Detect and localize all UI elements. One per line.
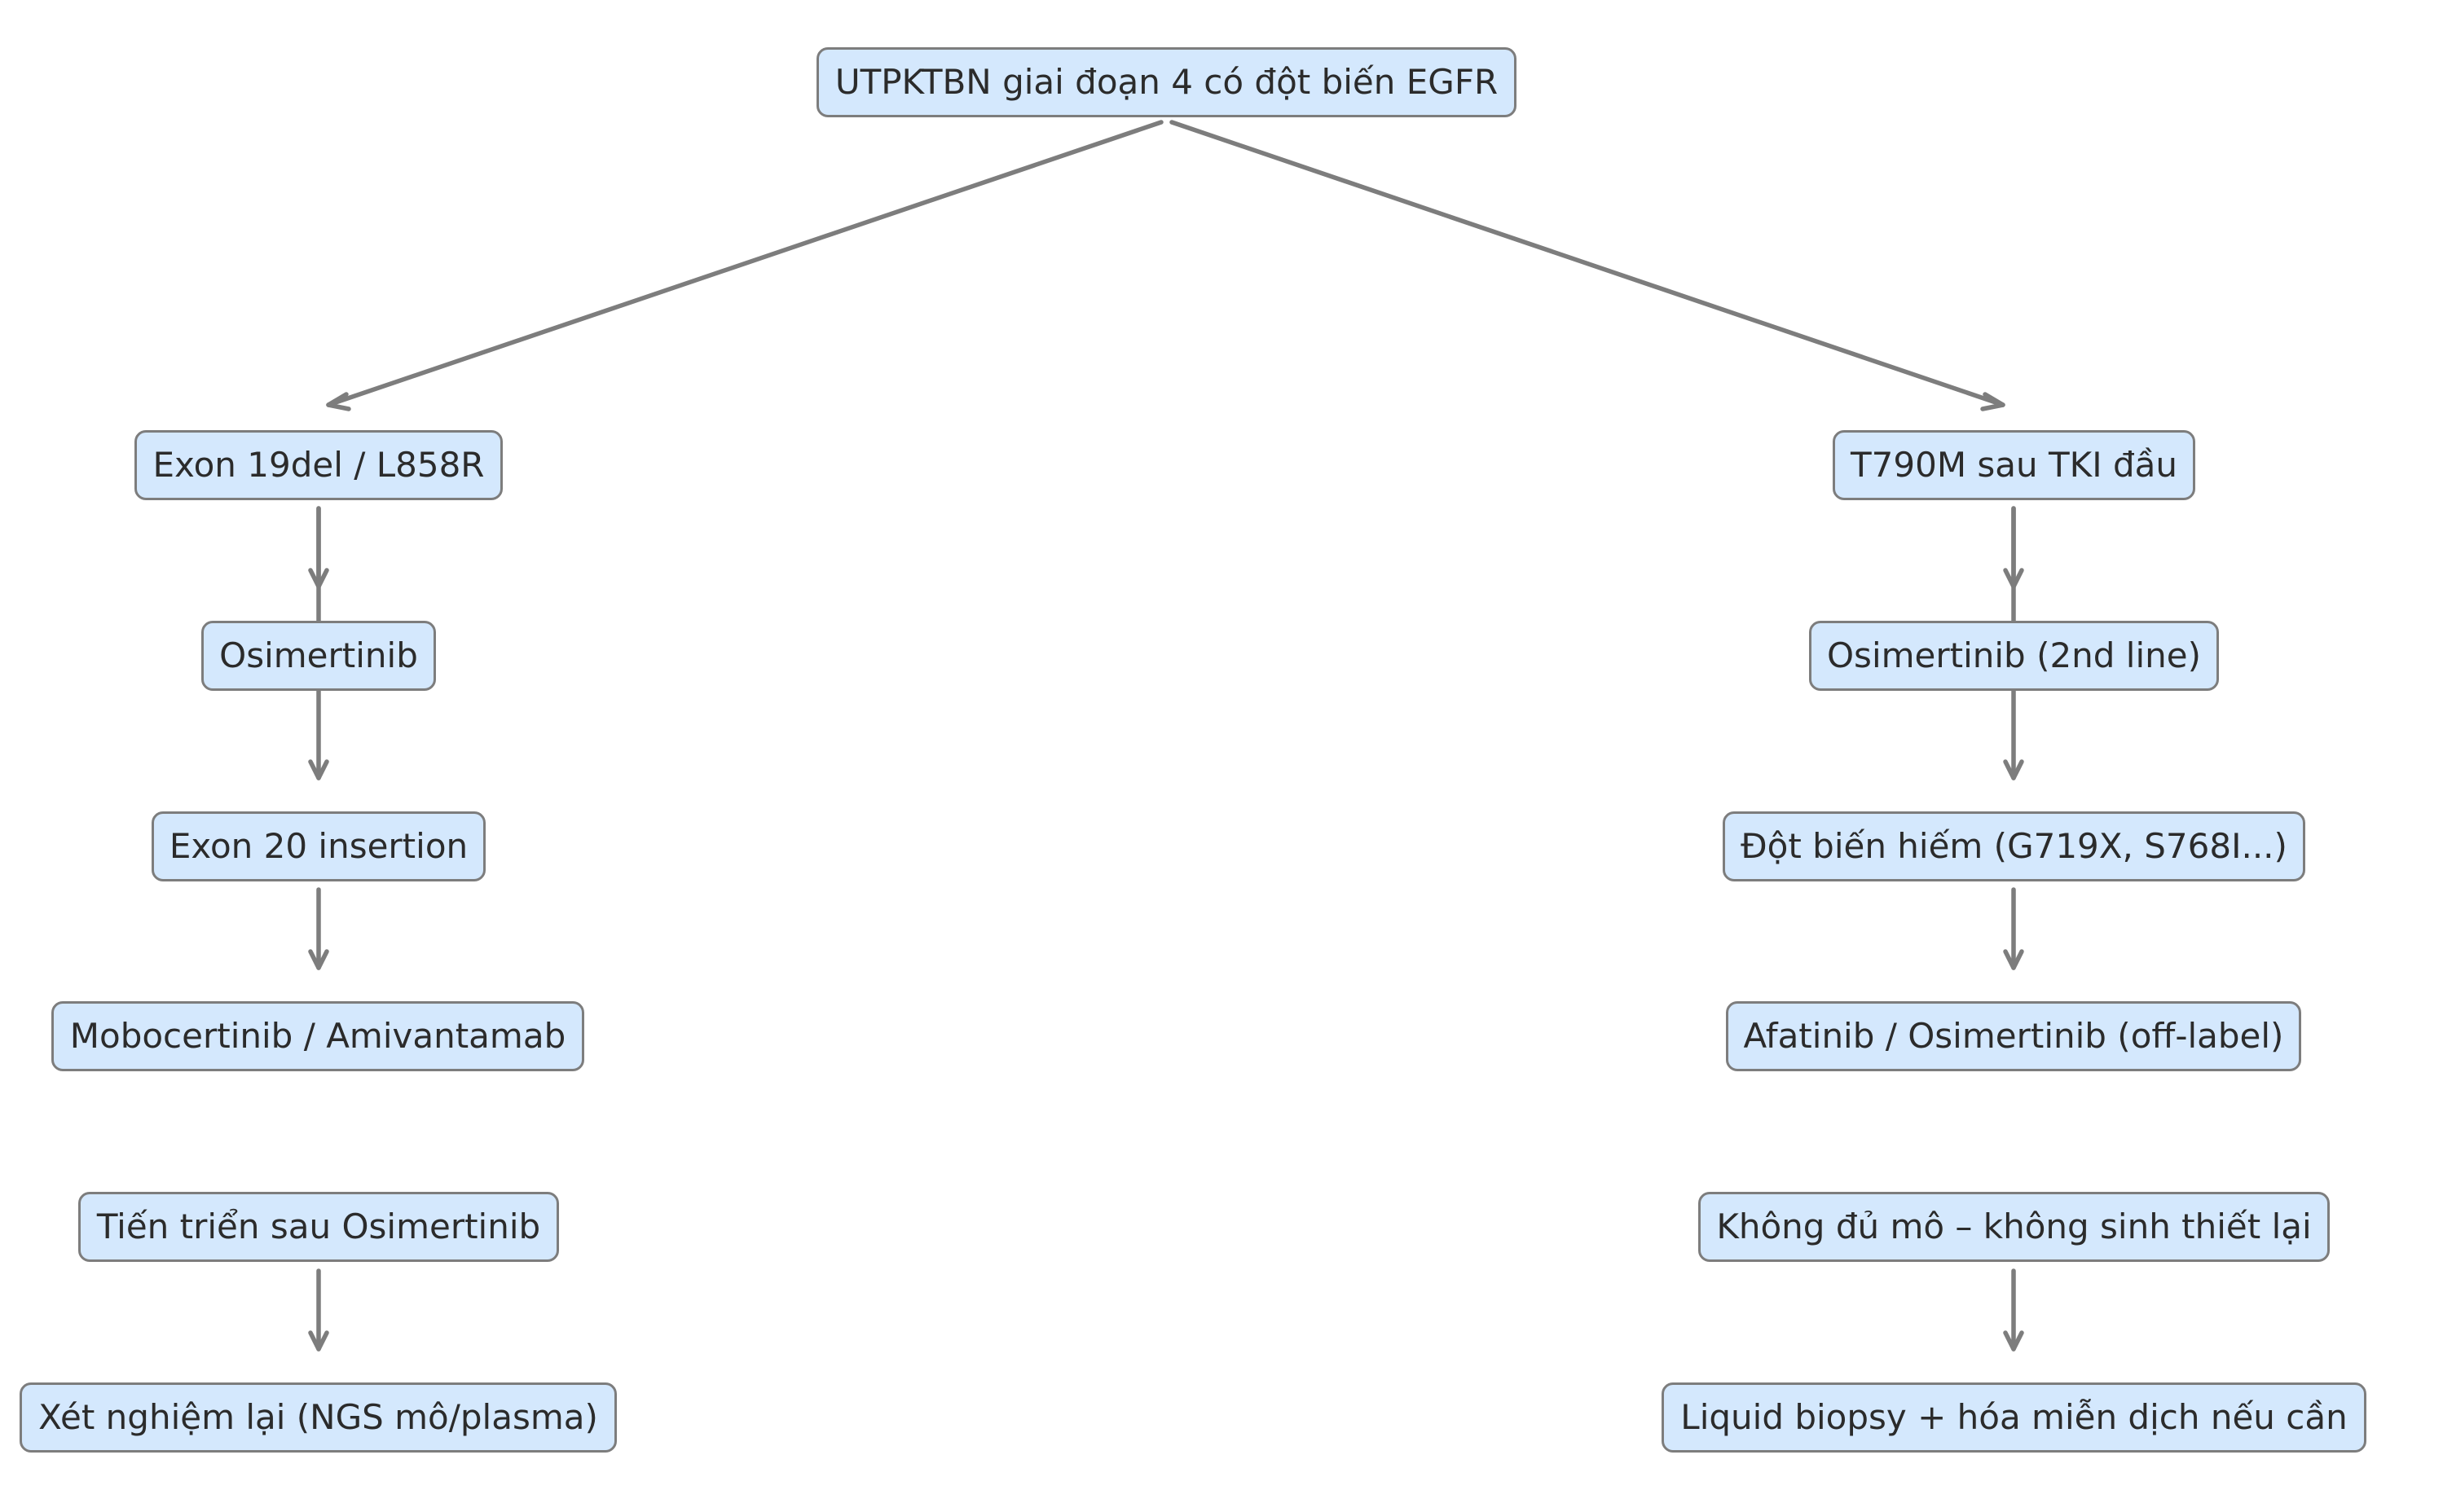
- node-afatinib: Afatinib / Osimertinib (off-label): [1726, 1001, 2301, 1071]
- edge-root-t790m: [1169, 120, 2005, 407]
- arrowhead-progression-retest: [308, 1330, 329, 1352]
- node-osimertinib: Osimertinib: [201, 621, 436, 691]
- arrowhead-root-t790m: [1980, 392, 2005, 411]
- arrowhead-root-exon19: [326, 392, 351, 411]
- arrowhead-rare-afatinib: [2003, 949, 2024, 970]
- node-exon19: Exon 19del / L858R: [134, 430, 503, 500]
- arrowhead-no-tissue-liquid: [2003, 1330, 2024, 1352]
- node-osimertinib-2nd: Osimertinib (2nd line): [1809, 621, 2219, 691]
- node-liquid: Liquid biopsy + hóa miễn dịch nếu cần: [1662, 1382, 2366, 1453]
- edge-root-exon19: [326, 120, 1164, 407]
- node-root: UTPKTBN giai đoạn 4 có đột biến EGFR: [817, 47, 1516, 117]
- node-mobocertinib: Mobocertinib / Amivantamab: [51, 1001, 584, 1071]
- node-retest: Xét nghiệm lại (NGS mô/plasma): [20, 1382, 617, 1453]
- arrowhead-exon19-exon20: [308, 759, 329, 780]
- arrowhead-t790m-rare: [2003, 759, 2024, 780]
- node-progression: Tiến triển sau Osimertinib: [78, 1192, 559, 1262]
- node-exon20: Exon 20 insertion: [152, 811, 486, 881]
- node-rare: Đột biến hiếm (G719X, S768I...): [1723, 811, 2305, 881]
- node-no-tissue: Không đủ mô – không sinh thiết lại: [1698, 1192, 2330, 1262]
- node-t790m: T790M sau TKI đầu: [1833, 430, 2195, 500]
- arrowhead-exon20-mobocertinib: [308, 949, 329, 970]
